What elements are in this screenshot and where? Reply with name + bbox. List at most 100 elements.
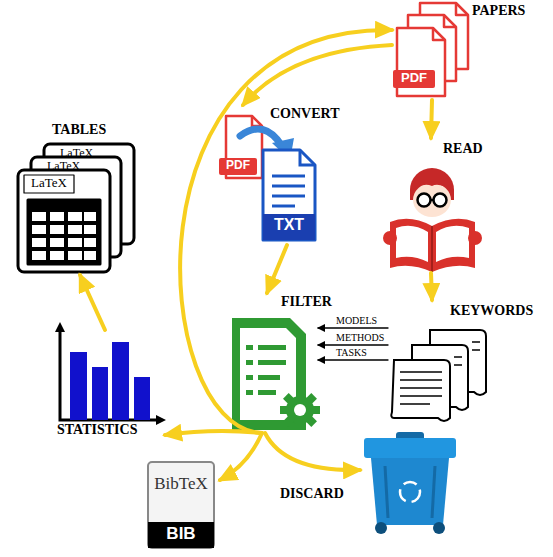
keywords-icon-part-part <box>400 395 442 397</box>
flow-arrow <box>80 275 105 330</box>
keywords-icon-part-part <box>400 379 442 381</box>
filter-icon-part-part <box>246 390 253 395</box>
convert-icon-part <box>252 116 262 126</box>
filter-node: FILTER <box>225 293 318 433</box>
recycle-bin-icon-part <box>385 466 435 518</box>
keyword-arrow <box>318 327 388 328</box>
papers-node: PAPERSPDF <box>392 0 552 100</box>
reader-icon-part <box>434 194 447 207</box>
filter-icon-part-part <box>258 375 280 380</box>
papers-icon-part <box>393 70 435 88</box>
tables-node: TABLESLaTeXLaTeXLaTeX <box>10 120 140 275</box>
convert-icon-part <box>300 150 315 165</box>
filter-icon-part-part <box>258 390 276 395</box>
filter-icon-part-part <box>258 345 286 350</box>
reader-icon-part <box>468 231 482 245</box>
filter-icon-part <box>246 345 286 395</box>
reader-icon-part <box>431 226 433 272</box>
keywords-icon-part <box>400 342 480 404</box>
bar-chart-icon-part <box>55 322 65 332</box>
convert-icon <box>219 116 315 240</box>
tables-icon-part-part <box>50 212 64 221</box>
tables-icon-part-part <box>32 225 46 234</box>
bar-chart-icon-part <box>70 352 87 420</box>
reader-icon <box>383 168 482 272</box>
node-label: FILTER <box>281 294 332 310</box>
flow-arrow <box>431 100 432 138</box>
edge-label: TASKS <box>336 348 367 358</box>
recycle-bin-icon-part <box>400 482 420 502</box>
icon-text: LaTeX <box>26 176 72 191</box>
recycle-bin-icon-part <box>364 438 456 458</box>
tables-icon-part-part <box>50 238 64 247</box>
tables-icon-part <box>18 170 110 272</box>
node-label: BibTeX <box>148 474 214 494</box>
papers-icon-part <box>444 15 456 27</box>
convert-icon-part <box>272 176 305 206</box>
edge-label: MODELS <box>336 316 377 326</box>
reader-icon-part <box>383 231 397 245</box>
papers-icon-part <box>456 3 468 15</box>
bar-chart-icon <box>55 322 166 425</box>
bar-chart-icon-part <box>60 328 160 420</box>
convert-icon-part-part <box>272 195 305 198</box>
tables-icon-part <box>28 200 100 264</box>
recycle-bin-icon-part-part <box>432 466 435 518</box>
flow-arrow <box>265 433 360 470</box>
node-label: READ <box>443 141 483 157</box>
tables-icon-part <box>32 212 96 260</box>
reader-icon-part <box>413 183 451 217</box>
bar-chart-icon-part <box>112 342 129 420</box>
tables-icon-part-part <box>68 251 82 260</box>
reader-icon-part <box>432 219 475 272</box>
convert-icon-part <box>263 214 315 240</box>
keyword-arrow <box>318 344 388 345</box>
node-label: KEYWORDS <box>450 303 533 319</box>
keywords-icon-part-part <box>454 364 462 366</box>
icon-text: PDF <box>219 159 257 173</box>
recycle-bin-icon-part-part <box>385 466 388 518</box>
tables-icon-part-part <box>68 212 82 221</box>
flow-arrow <box>267 245 287 293</box>
bar-chart-icon-part <box>134 377 150 420</box>
tables-icon-part-part <box>32 251 46 260</box>
bibtex-icon-part <box>148 462 214 548</box>
convert-node: CONVERTPDFTXT <box>215 105 325 245</box>
keywords-icon-part-part <box>400 371 442 373</box>
node-label: PAPERS <box>472 3 525 19</box>
reader-icon-part <box>390 219 432 272</box>
statistics-node: STATISTICS <box>55 330 165 440</box>
convert-icon-part-part <box>272 205 295 208</box>
bibtex-icon <box>148 462 214 548</box>
flow-arrow <box>243 45 392 105</box>
keywords-icon-part-part <box>472 341 480 343</box>
keywords-icon-part-part <box>454 356 462 358</box>
tables-icon-part-part <box>50 251 64 260</box>
tables-icon-part-part <box>32 212 46 221</box>
tables-icon-part-part <box>84 251 96 260</box>
reader-icon-part <box>418 194 431 207</box>
reader-icon-part <box>430 199 434 202</box>
filter-icon-part-part <box>283 393 317 427</box>
tables-icon-part-part <box>32 238 46 247</box>
bibtex-icon-part <box>148 522 214 548</box>
node-label: CONVERT <box>270 106 340 122</box>
discard-node: DISCARD <box>360 435 455 535</box>
convert-icon-part-part <box>272 175 305 178</box>
papers-icon <box>393 3 468 96</box>
tables-icon-part-part <box>84 225 96 234</box>
convert-icon-part-part <box>272 185 305 188</box>
bar-chart-icon-part <box>92 367 108 420</box>
keywords-node: KEYWORDS <box>388 300 553 425</box>
icon-text: LaTeX <box>60 147 93 161</box>
keywords-icon-part-part <box>400 403 430 405</box>
icon-text: TXT <box>263 216 315 234</box>
tables-icon-part-part <box>84 212 96 221</box>
filter-icon-part-part <box>258 360 286 365</box>
node-label: TABLES <box>52 122 106 138</box>
read-node: READ <box>383 138 483 273</box>
flow-arrow <box>180 30 392 433</box>
tables-icon-part-part <box>68 225 82 234</box>
